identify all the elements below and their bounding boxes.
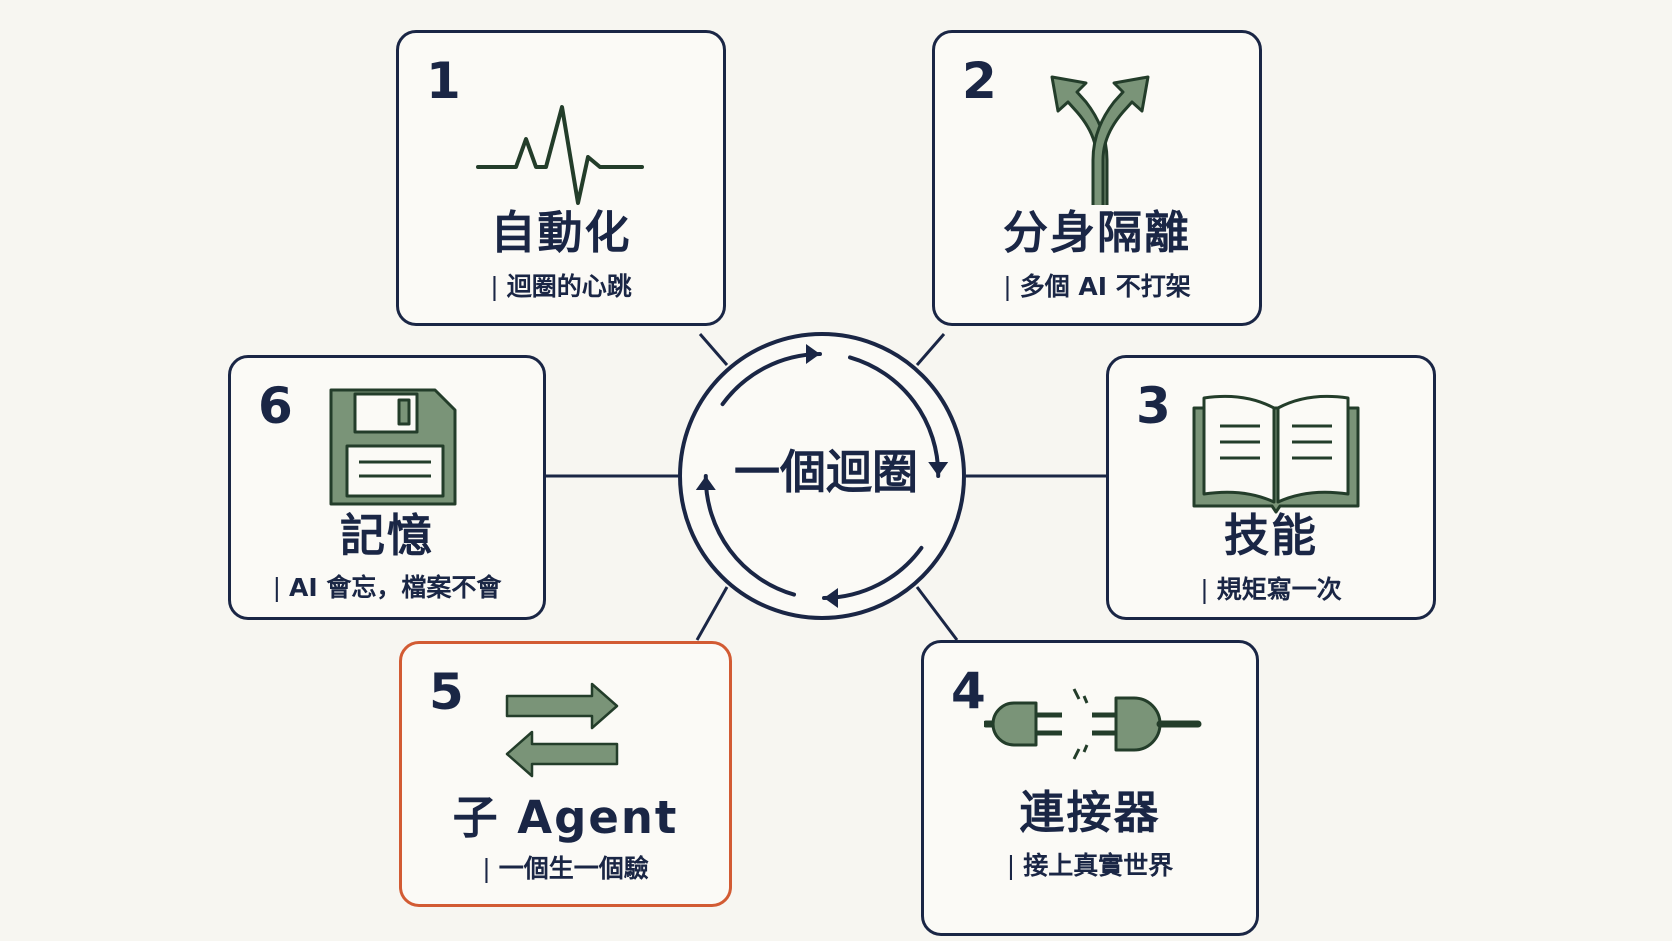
node-title: 分身隔離 [1002,206,1191,259]
node-card-3: 3 技能 |規矩寫一次 [1106,355,1436,620]
node-subtitle: |接上真實世界 [1006,851,1174,880]
connector-2 [915,333,946,366]
open-book-icon [1192,394,1360,514]
node-card-1: 1 自動化 |迴圈的心跳 [396,30,726,326]
node-subtitle: |規矩寫一次 [1200,575,1342,604]
node-subtitle-text: 多個 AI 不打架 [1019,272,1191,301]
plug-icon [984,688,1202,760]
swap-arrows-icon [505,682,619,778]
node-subtitle-text: 接上真實世界 [1023,851,1174,880]
connector-5 [695,586,729,641]
node-subtitle: |一個生一個驗 [482,854,649,883]
connector-4 [915,586,959,641]
node-number: 6 [258,377,293,435]
node-title: 連接器 [1019,786,1161,839]
node-subtitle-text: 迴圈的心跳 [506,272,632,301]
node-card-2: 2 分身隔離 |多個 AI 不打架 [932,30,1262,326]
node-card-6: 6 記憶 |AI 會忘，檔案不會 [228,355,546,620]
node-title: 自動化 [490,206,632,259]
node-subtitle-text: AI 會忘，檔案不會 [289,573,502,602]
node-card-5: 5 子 Agent |一個生一個驗 [399,641,732,907]
node-title: 記憶 [339,509,434,562]
node-number: 2 [962,52,997,110]
node-subtitle: |多個 AI 不打架 [1003,272,1191,301]
node-number: 5 [429,663,464,721]
node-number: 4 [951,662,986,720]
center-circle [678,332,966,620]
node-number: 3 [1136,377,1171,435]
connector-1 [698,333,729,366]
node-subtitle: |AI 會忘，檔案不會 [272,573,502,602]
heartbeat-icon [476,105,644,205]
node-card-4: 4 連接器 |接上真實世界 [921,640,1259,936]
node-title: 技能 [1223,509,1318,562]
fork-arrows-icon [1050,75,1150,205]
cycle-arrowheads [695,344,949,608]
node-subtitle-text: 一個生一個驗 [498,854,649,883]
node-subtitle: |迴圈的心跳 [490,272,632,301]
node-number: 1 [426,52,461,110]
node-subtitle-text: 規矩寫一次 [1216,575,1342,604]
node-title: 子 Agent [452,791,679,844]
center-label: 一個迴圈 [734,445,918,499]
floppy-disk-icon [329,388,457,506]
